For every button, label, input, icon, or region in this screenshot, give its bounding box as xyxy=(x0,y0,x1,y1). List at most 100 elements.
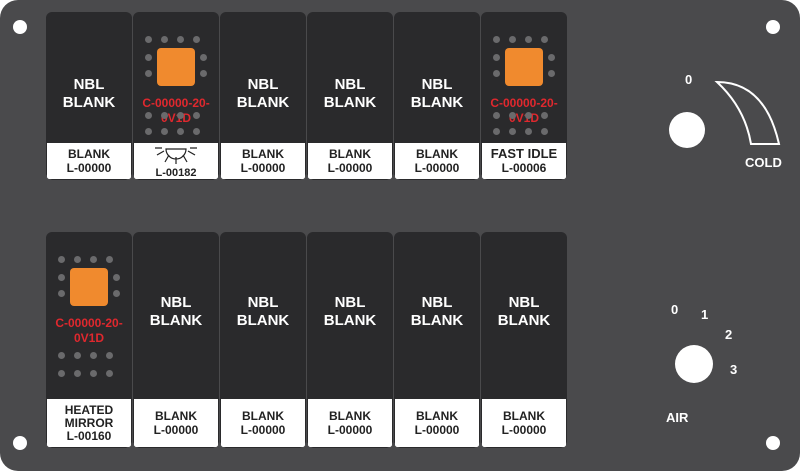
rocker-face[interactable]: C-00000-20-0V1D xyxy=(481,12,567,142)
mounting-hole xyxy=(13,436,27,450)
switch-label: L-00182 xyxy=(133,142,219,180)
air-position-3: 3 xyxy=(730,362,738,377)
label-part-number: L-00000 xyxy=(240,423,286,437)
switch-bottom-1[interactable]: C-00000-20-0V1D HEATED MIRROR L-00160 xyxy=(46,232,132,448)
label-text: FAST IDLE xyxy=(490,146,558,161)
label-part-number: L-00182 xyxy=(155,166,197,179)
switch-text: BLANK xyxy=(236,94,290,111)
switch-label: BLANK L-00000 xyxy=(394,398,480,448)
switch-top-2[interactable]: C-00000-20-0V1D L-00182 xyxy=(133,12,219,180)
part-number-text: 0V1D xyxy=(73,331,105,345)
switch-text: NBL xyxy=(421,294,453,311)
label-part-number: L-00006 xyxy=(501,161,547,175)
part-number-text: C-00000-20- xyxy=(55,316,123,330)
temp-gradient-arc-icon xyxy=(714,80,781,145)
switch-top-6[interactable]: C-00000-20-0V1D FAST IDLE L-00006 xyxy=(481,12,567,180)
label-text: BLANK xyxy=(416,409,458,423)
label-part-number: L-00000 xyxy=(327,423,373,437)
label-text: BLANK xyxy=(155,409,197,423)
temp-knob[interactable] xyxy=(669,112,705,148)
label-text: BLANK xyxy=(503,409,545,423)
air-position-0: 0 xyxy=(671,302,679,317)
switch-text: NBL xyxy=(73,76,105,93)
label-text: BLANK xyxy=(416,147,458,161)
label-text: MIRROR xyxy=(64,415,114,430)
indicator-led xyxy=(70,268,108,306)
switch-text: BLANK xyxy=(236,312,290,329)
label-part-number: L-00160 xyxy=(66,428,112,443)
switch-label: BLANK L-00000 xyxy=(220,398,306,448)
label-text: BLANK xyxy=(242,147,284,161)
part-number-text: C-00000-20- xyxy=(490,96,558,110)
label-part-number: L-00000 xyxy=(414,161,460,175)
switch-text: NBL xyxy=(334,76,366,93)
label-part-number: L-00000 xyxy=(327,161,373,175)
label-part-number: L-00000 xyxy=(153,423,199,437)
switch-text: BLANK xyxy=(323,94,377,111)
air-position-2: 2 xyxy=(725,327,733,342)
label-part-number: L-00000 xyxy=(240,161,286,175)
switch-text: NBL xyxy=(421,76,453,93)
label-part-number: L-00000 xyxy=(66,161,112,175)
switch-text: BLANK xyxy=(149,312,203,329)
indicator-led xyxy=(505,48,543,86)
switch-label: BLANK L-00000 xyxy=(394,142,480,180)
switch-label: BLANK L-00000 xyxy=(46,142,132,180)
air-label: AIR xyxy=(666,410,689,425)
temp-zero-label: 0 xyxy=(685,72,693,87)
switch-text: NBL xyxy=(508,294,540,311)
switch-text: NBL xyxy=(160,294,192,311)
label-text: BLANK xyxy=(242,409,284,423)
label-text: BLANK xyxy=(68,147,110,161)
switch-text: NBL xyxy=(247,294,279,311)
switch-label: HEATED MIRROR L-00160 xyxy=(46,398,132,448)
mounting-hole xyxy=(766,20,780,34)
air-knob[interactable] xyxy=(675,345,713,383)
label-text: BLANK xyxy=(329,147,371,161)
switch-text: BLANK xyxy=(410,94,464,111)
switch-text: NBL xyxy=(247,76,279,93)
label-part-number: L-00000 xyxy=(501,423,547,437)
label-text: HEATED xyxy=(64,402,114,417)
part-number-text: C-00000-20- xyxy=(142,96,210,110)
rocker-face[interactable]: C-00000-20-0V1D xyxy=(46,232,132,400)
switch-text: BLANK xyxy=(410,312,464,329)
switch-label: FAST IDLE L-00006 xyxy=(481,142,567,180)
switch-text: BLANK xyxy=(323,312,377,329)
switch-text: BLANK xyxy=(62,94,116,111)
mounting-hole xyxy=(13,20,27,34)
switch-label: BLANK L-00000 xyxy=(481,398,567,448)
rocker-face[interactable]: C-00000-20-0V1D xyxy=(133,12,219,142)
label-part-number: L-00000 xyxy=(414,423,460,437)
temp-cold-label: COLD xyxy=(745,155,782,170)
sun-icon xyxy=(155,146,197,164)
label-text: BLANK xyxy=(329,409,371,423)
mounting-hole xyxy=(766,436,780,450)
switch-label: BLANK L-00000 xyxy=(133,398,219,448)
switch-text: NBL xyxy=(334,294,366,311)
switch-label: BLANK L-00000 xyxy=(220,142,306,180)
switch-label: BLANK L-00000 xyxy=(307,398,393,448)
air-position-1: 1 xyxy=(701,307,709,322)
indicator-led xyxy=(157,48,195,86)
switch-label: BLANK L-00000 xyxy=(307,142,393,180)
